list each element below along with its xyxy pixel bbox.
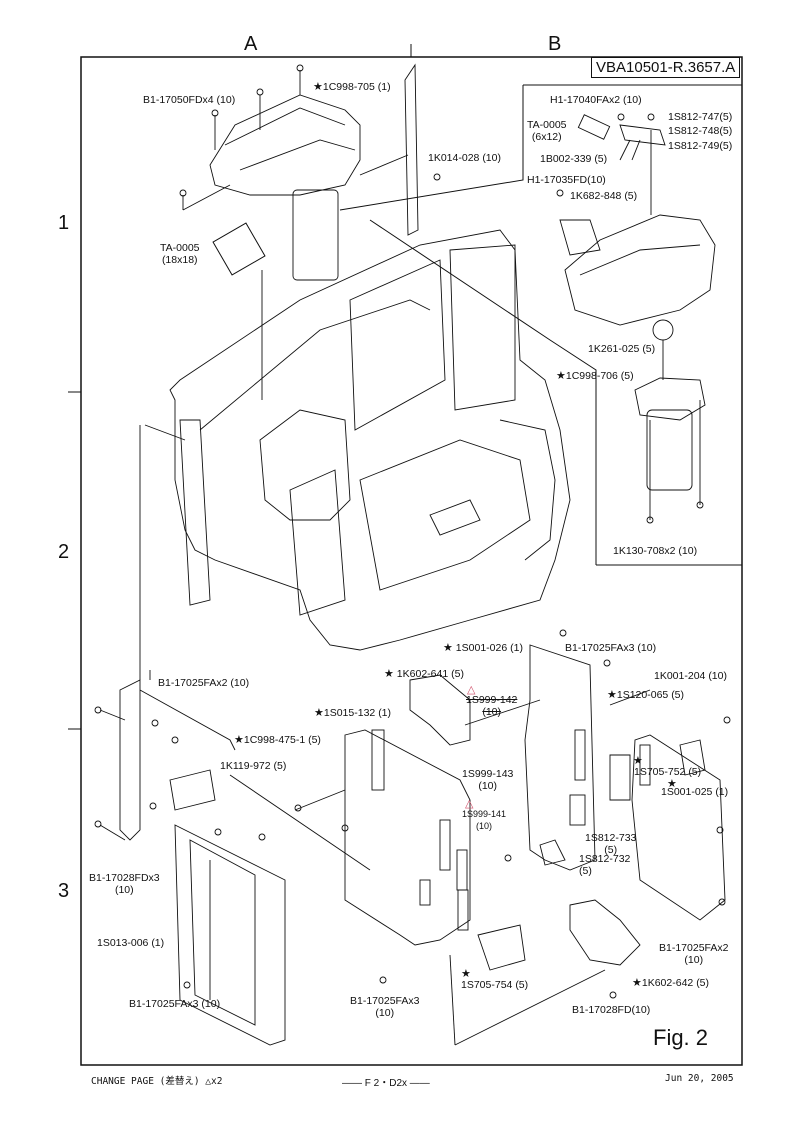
row-label-2: 2	[58, 541, 70, 563]
part-label: 1S705-754 (5)	[461, 979, 529, 991]
part-label: 1S812-748(5)	[668, 125, 733, 137]
part-label-revised: 1S999-141(10)	[462, 809, 507, 831]
part-label: H1-17040FAx2 (10)	[550, 94, 642, 106]
star-icon: ★	[313, 81, 323, 93]
inset-box	[523, 84, 743, 566]
part-label: 1K682-848 (5)	[570, 190, 638, 202]
main-pcb-left	[229, 729, 606, 1046]
part-label: ★1C998-705 (1)	[313, 81, 391, 93]
part-label: 1K014-028 (10)	[428, 152, 501, 164]
shutter-unit	[182, 63, 419, 281]
tape-18x18	[212, 222, 266, 276]
part-label: TA-0005(6x12)	[527, 119, 567, 143]
part-label: B1-17025FAx3 (10)	[565, 642, 657, 654]
star-icon: ★	[667, 778, 677, 790]
part-label: 1S001-025 (1)	[661, 786, 729, 798]
star-icon: ★	[633, 755, 643, 767]
part-label: 1K001-204 (10)	[654, 670, 727, 682]
part-label: B1-17025FAx2(10)	[659, 942, 729, 966]
part-label: ★ 1K602-641 (5)	[384, 668, 464, 680]
lower-assembly-left	[99, 425, 286, 1046]
star-icon: ★	[234, 734, 244, 746]
star-icon: ★	[556, 370, 566, 382]
flex-cable-752	[609, 754, 631, 801]
part-label: 1S999-143(10)	[462, 768, 514, 792]
part-label: 1S812-732(5)	[579, 853, 631, 877]
document-number: VBA10501-R.3657.A	[591, 57, 741, 78]
part-label: ★1S015-132 (1)	[314, 707, 392, 719]
revision-triangle-icon: △	[467, 684, 476, 696]
screws	[94, 64, 731, 999]
part-label: B1-17050FDx4 (10)	[143, 94, 236, 106]
part-label: 1S705-752 (5)	[634, 766, 702, 778]
mirror-drive-unit	[559, 114, 716, 520]
part-label-revised: 1S999-142(10)	[466, 694, 518, 718]
part-label: 1B002-339 (5)	[540, 153, 608, 165]
camera-chassis	[144, 229, 571, 651]
part-label: TA-0005(18x18)	[160, 242, 200, 266]
star-icon: ★	[314, 707, 324, 719]
figure-label: Fig. 2	[653, 1025, 709, 1050]
part-label: 1S812-747(5)	[668, 111, 733, 123]
footer-change-page: CHANGE PAGE (差替え) △x2	[91, 1076, 223, 1087]
footer-date: Jun 20, 2005	[665, 1073, 734, 1084]
flex-cable-754	[477, 924, 526, 971]
part-label: B1-17028FDx3(10)	[89, 872, 160, 896]
part-label: 1S812-749(5)	[668, 140, 733, 152]
part-label: ★1C998-706 (5)	[556, 370, 634, 382]
bracket-1K602-641	[409, 674, 471, 746]
bracket-1K602-642	[569, 899, 641, 966]
part-label: 1K130-708x2 (10)	[613, 545, 698, 557]
star-icon: ★	[607, 689, 617, 701]
part-label: 1S013-006 (1)	[97, 937, 165, 949]
column-label-a: A	[244, 33, 258, 55]
star-icon: ★	[461, 968, 471, 980]
star-icon: ★	[384, 668, 394, 680]
drawing-frame	[80, 56, 743, 1066]
part-label: B1-17025FAx3(10)	[350, 995, 420, 1019]
part-label: H1-17035FD(10)	[527, 174, 606, 186]
tape-6x12	[577, 114, 611, 140]
part-label: 1K119-972 (5)	[220, 760, 287, 772]
revision-triangle-icon: △	[465, 798, 474, 810]
part-label: B1-17025FAx3 (10)	[129, 998, 221, 1010]
footer-page-id: —— F 2・D2x ——	[342, 1078, 430, 1089]
row-label-3: 3	[58, 880, 70, 902]
row-label-1: 1	[58, 212, 70, 234]
star-icon: ★	[443, 642, 453, 654]
part-label: 1K261-025 (5)	[588, 343, 656, 355]
part-label: 1S812-733(5)	[585, 832, 637, 856]
part-label: B1-17025FAx2 (10)	[158, 677, 250, 689]
part-label: B1-17028FD(10)	[572, 1004, 651, 1016]
part-label: ★1S120-065 (5)	[607, 689, 685, 701]
part-label: ★1K602-642 (5)	[632, 977, 710, 989]
star-icon: ★	[632, 977, 642, 989]
part-label: ★1C998-475-1 (5)	[234, 734, 321, 746]
column-label-b: B	[548, 33, 562, 55]
part-label: ★ 1S001-026 (1)	[443, 642, 523, 654]
lower-assembly-right	[409, 644, 726, 966]
